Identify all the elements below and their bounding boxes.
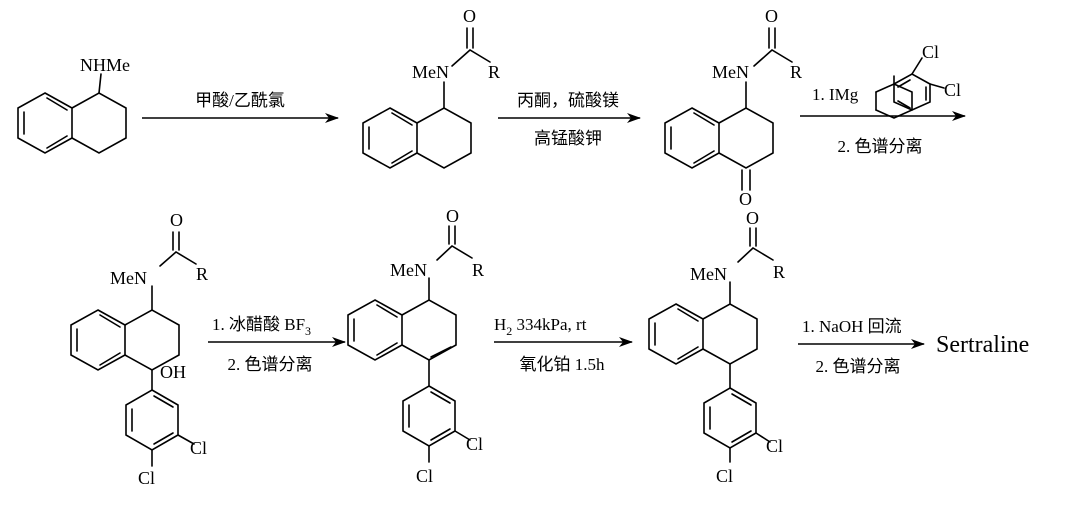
svg-text:Cl: Cl [922,42,939,62]
molecule-1-amine: NHMe [17,55,130,154]
svg-text:O: O [446,206,459,226]
svg-text:MeN: MeN [110,268,147,288]
arrow-step-5: H2 334kPa, rt 氧化铂 1.5h [494,315,633,374]
svg-text:1. IMg: 1. IMg [812,85,859,104]
svg-text:Cl: Cl [138,468,155,488]
svg-text:OH: OH [160,362,186,382]
svg-text:O: O [463,6,476,26]
svg-text:O: O [746,208,759,228]
arrow-step-6: 1. NaOH 回流 2. 色谱分离 [798,317,925,376]
svg-text:Cl: Cl [190,438,207,458]
svg-text:1. 冰醋酸 BF3: 1. 冰醋酸 BF3 [212,315,311,338]
svg-text:2. 色谱分离: 2. 色谱分离 [228,355,313,374]
svg-text:Cl: Cl [766,436,783,456]
svg-text:Cl: Cl [466,434,483,454]
svg-text:MeN: MeN [412,62,449,82]
svg-text:R: R [488,62,500,82]
svg-text:R: R [790,62,802,82]
svg-text:高锰酸钾: 高锰酸钾 [534,129,602,148]
arrow-step-4: 1. 冰醋酸 BF3 2. 色谱分离 [208,315,346,374]
arrow-step-3: 1. IMg Cl Cl 2. 色谱分离 [800,42,966,156]
svg-text:R: R [196,264,208,284]
nhme-label: NHMe [80,55,130,75]
svg-text:MeN: MeN [390,260,427,280]
molecule-6-saturated: MeN O R Cl Cl [648,208,785,486]
svg-text:MeN: MeN [712,62,749,82]
molecule-5-alkene: MeN O R Cl Cl [347,206,484,486]
product-name: Sertraline [936,332,1029,358]
molecule-2-amide: MeN O R [362,6,500,169]
svg-text:R: R [773,262,785,282]
arrow-step-1: 甲酸/乙酰氯 [142,91,339,123]
svg-text:O: O [765,6,778,26]
svg-text:氧化铂 1.5h: 氧化铂 1.5h [520,355,605,374]
svg-text:2. 色谱分离: 2. 色谱分离 [838,137,923,156]
svg-text:Cl: Cl [416,466,433,486]
svg-text:丙酮，硫酸镁: 丙酮，硫酸镁 [517,91,619,110]
arrow-step-2: 丙酮，硫酸镁 高锰酸钾 [498,91,641,148]
molecule-4-alcohol: MeN O R OH Cl Cl [70,210,208,488]
svg-text:O: O [739,189,752,209]
svg-text:MeN: MeN [690,264,727,284]
svg-text:O: O [170,210,183,230]
svg-text:H2 334kPa, rt: H2 334kPa, rt [494,315,587,338]
svg-text:Cl: Cl [716,466,733,486]
step1-reagent: 甲酸/乙酰氯 [195,91,285,110]
svg-text:1. NaOH 回流: 1. NaOH 回流 [802,317,902,336]
molecule-3-ketone: O MeN O R [664,6,802,209]
svg-text:2. 色谱分离: 2. 色谱分离 [816,357,901,376]
svg-text:R: R [472,260,484,280]
svg-text:Cl: Cl [944,80,961,100]
